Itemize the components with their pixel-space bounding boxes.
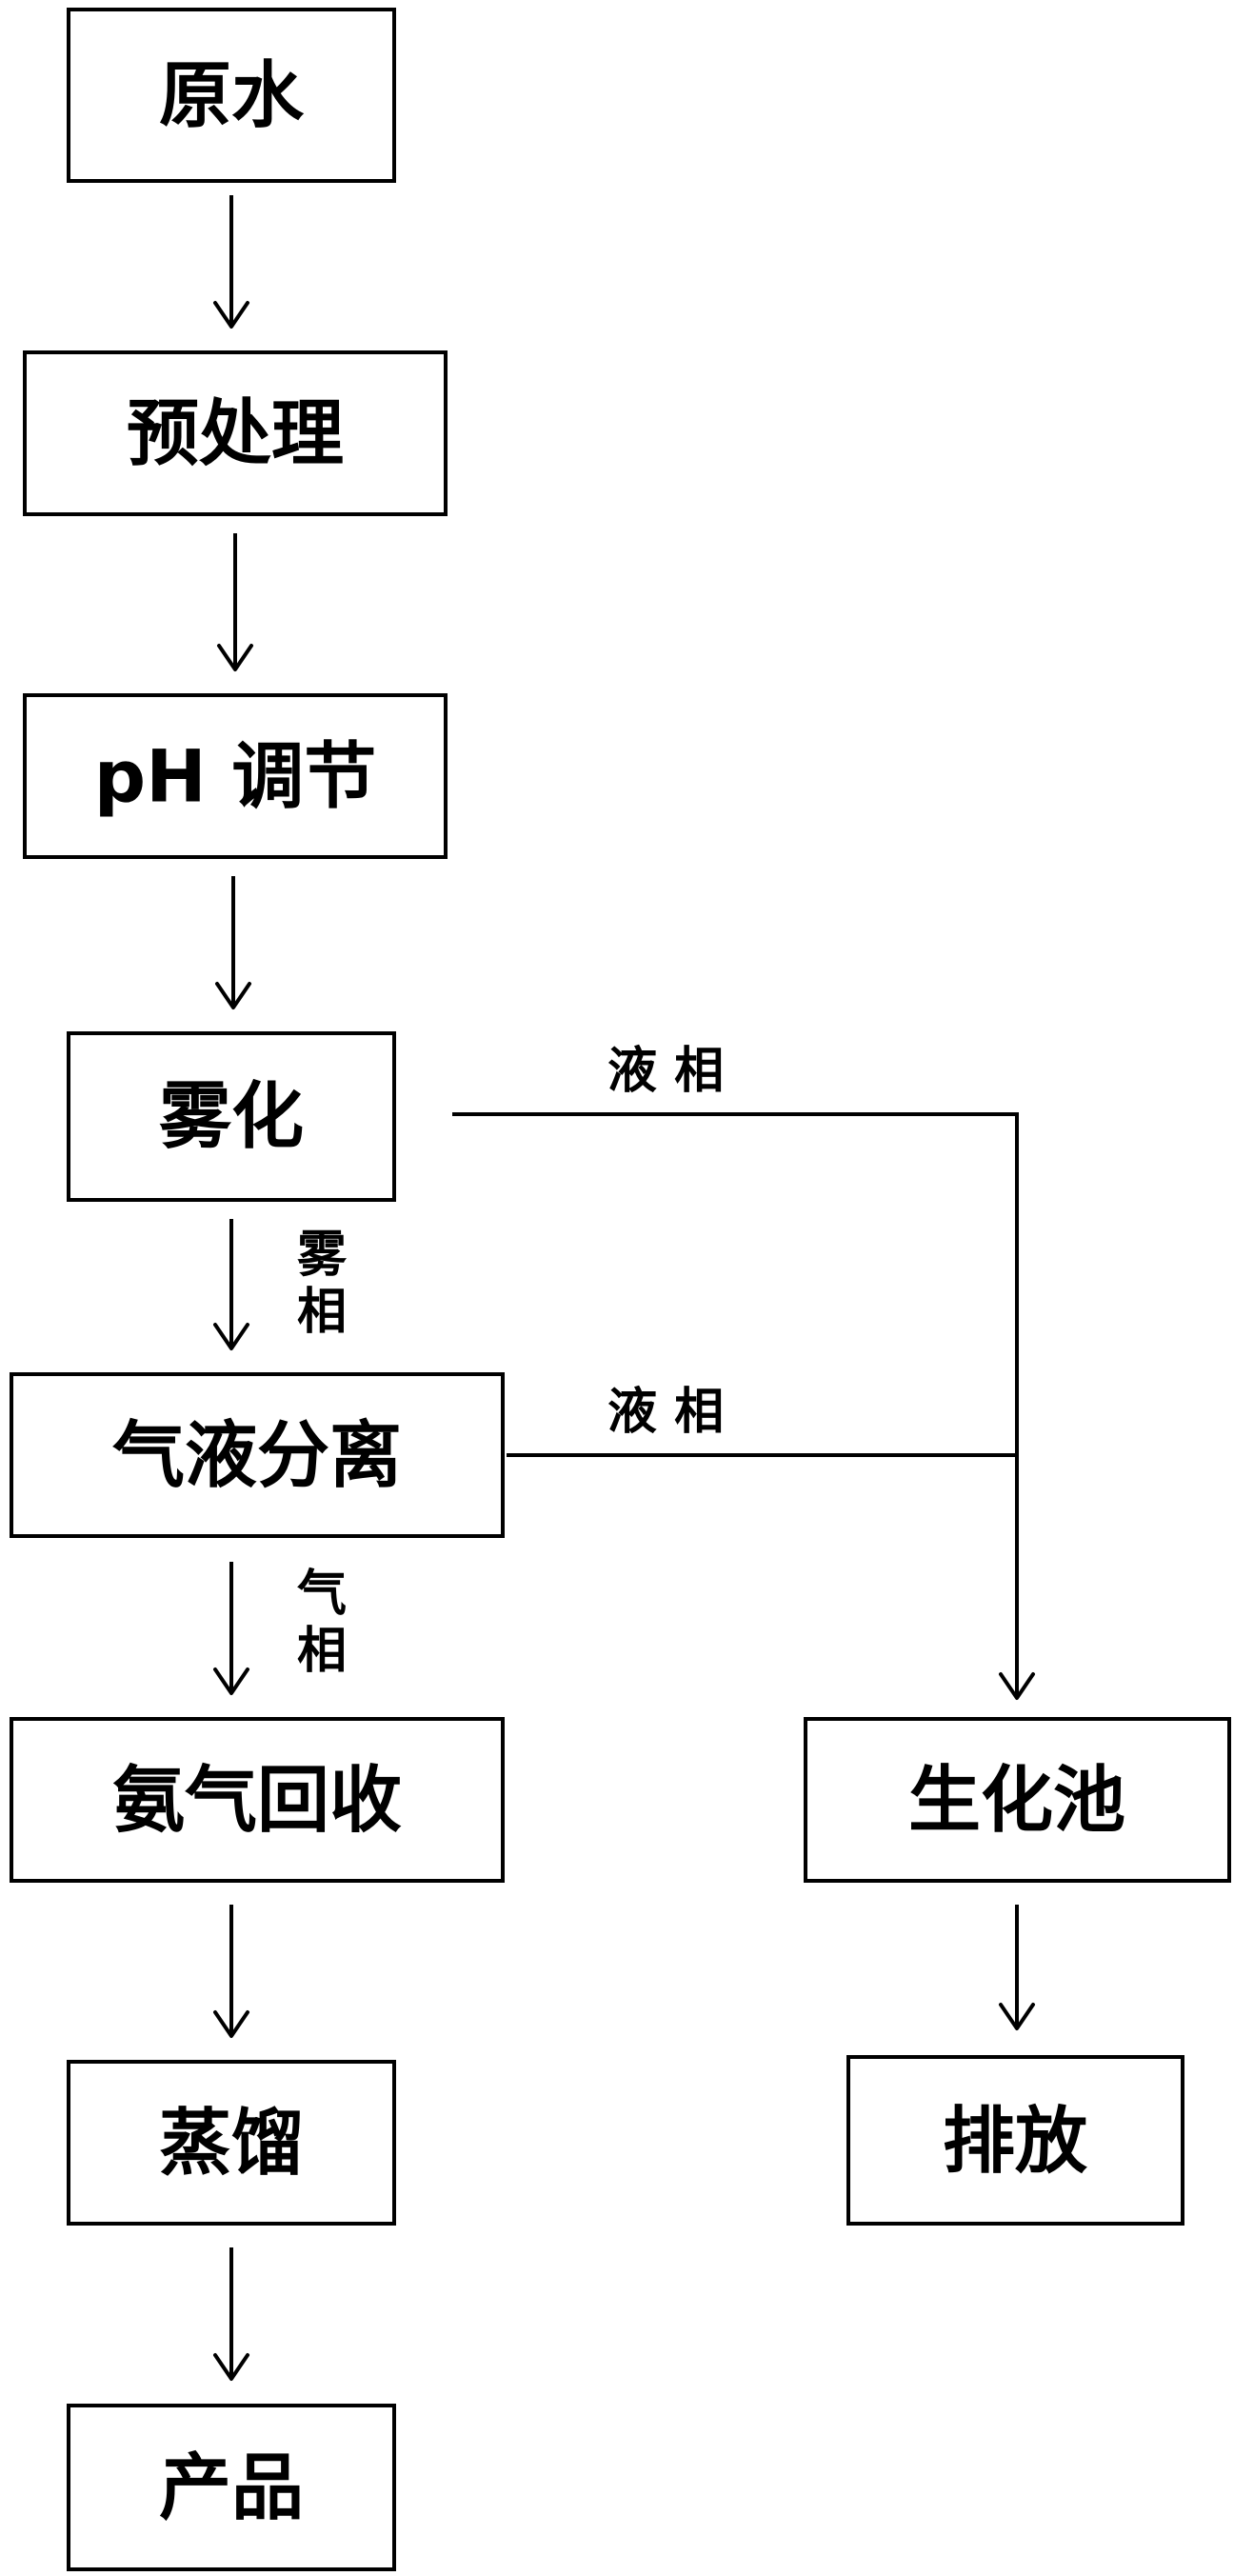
ph-adjust-box: pH 调节 xyxy=(23,693,448,859)
gas-phase-label-top: 气 xyxy=(297,1566,347,1623)
arrow-biochemical-tank-to-discharge xyxy=(999,1905,1035,2030)
product-label: 产品 xyxy=(159,2446,304,2530)
distillation-label: 蒸馏 xyxy=(159,2101,304,2186)
ph-adjust-label: pH 调节 xyxy=(94,734,376,819)
liquid-phase-label-2: 液 相 xyxy=(607,1384,724,1441)
product-box: 产品 xyxy=(67,2404,396,2571)
connector-atomization-liquid-phase xyxy=(452,1112,1019,1452)
ammonia-recovery-box: 氨气回收 xyxy=(10,1717,505,1883)
pretreatment-label: 预处理 xyxy=(127,391,344,476)
gas-phase-label-bottom: 相 xyxy=(297,1623,347,1680)
mist-phase-label-top: 雾 xyxy=(297,1227,348,1284)
discharge-box: 排放 xyxy=(846,2055,1184,2226)
distillation-box: 蒸馏 xyxy=(67,2060,396,2226)
liquid-phase-label-1: 液 相 xyxy=(607,1043,724,1100)
mist-phase-label-bottom: 相 xyxy=(297,1284,347,1341)
pretreatment-box: 预处理 xyxy=(23,350,448,516)
arrow-distillation-to-product xyxy=(213,2247,249,2381)
gas-liquid-separation-box: 气液分离 xyxy=(10,1372,505,1538)
gas-liquid-separation-label: 气液分离 xyxy=(112,1413,402,1498)
arrow-ph-adjust-to-atomization xyxy=(215,876,251,1009)
biochemical-tank-label: 生化池 xyxy=(908,1758,1125,1843)
atomization-box: 雾化 xyxy=(67,1031,396,1202)
arrow-atomization-to-separation xyxy=(213,1219,249,1350)
raw-water-box: 原水 xyxy=(67,8,396,183)
arrow-into-biochemical-tank xyxy=(999,1452,1035,1700)
biochemical-tank-box: 生化池 xyxy=(804,1717,1231,1883)
atomization-label: 雾化 xyxy=(159,1074,304,1159)
raw-water-label: 原水 xyxy=(159,53,305,138)
arrow-separation-to-ammonia-recovery xyxy=(213,1562,249,1695)
arrow-ammonia-recovery-to-distillation xyxy=(213,1905,249,2038)
discharge-label: 排放 xyxy=(943,2099,1087,2184)
ammonia-recovery-label: 氨气回收 xyxy=(112,1758,402,1843)
arrow-raw-water-to-pretreatment xyxy=(213,195,249,329)
arrow-pretreatment-to-ph-adjust xyxy=(217,533,253,671)
